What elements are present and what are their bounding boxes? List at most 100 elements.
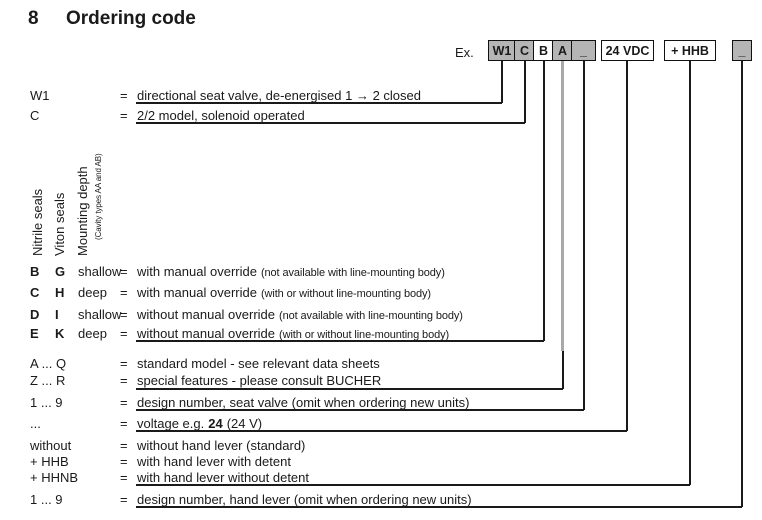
code-row-bg-shallow: B G shallow = with manual override(not a… [0,264,762,279]
code-box-b: B [533,40,554,61]
viton-code: I [55,307,59,322]
equals-sign: = [120,438,128,453]
connector-voltage-vertical [626,61,628,431]
code-description: 2/2 model, solenoid operated [137,108,305,123]
viton-code: K [55,326,65,341]
code-box-voltage: 24 VDC [601,40,654,61]
connector-c-vertical [524,61,526,123]
header-cavity-note: (Cavity types AA and AB) [94,153,103,240]
description-note: (not available with line-mounting body) [279,310,463,322]
code-row-design-number-lever: 1 ... 9 = design number, hand lever (omi… [0,492,762,507]
code-description: special features - please consult BUCHER [137,373,382,388]
equals-sign: = [120,264,128,279]
code-box-blank-2: _ [732,40,752,61]
depth-value: shallow [78,264,122,279]
equals-sign: = [120,88,128,103]
depth-value: shallow [78,307,122,322]
equals-sign: = [120,326,128,341]
code-label: W1 [30,88,50,103]
code-row-ch-deep: C H deep = with manual override(with or … [0,285,762,300]
connector-b-vertical [543,61,545,341]
description-text: without manual override [137,307,276,322]
nitrile-code: C [30,285,40,300]
underline-hand-lever [136,484,690,486]
depth-value: deep [78,326,107,341]
connector-blank1-vertical [583,61,585,410]
equals-sign: = [120,307,128,322]
example-label: Ex. [455,45,474,60]
code-description: without manual override(with or without … [137,326,449,343]
code-row-ek-deep: E K deep = without manual override(with … [0,326,762,341]
code-row-without-lever: without = without hand lever (standard) [0,438,762,453]
code-description: directional seat valve, de-energised 1 →… [137,88,421,103]
code-row-voltage: ... = voltage e.g.24(24 V) [0,416,762,431]
code-row-hhnb: + HHNB = with hand lever without detent [0,470,762,485]
code-box-blank-1: _ [571,40,596,61]
equals-sign: = [120,454,128,469]
header-mounting-depth: Mounting depth [75,166,90,256]
code-label: Z ... R [30,373,66,388]
description-text: with manual override [137,285,257,300]
code-row-hhb: + HHB = with hand lever with detent [0,454,762,469]
header-nitrile-seals: Nitrile seals [30,188,45,256]
underline-c [136,122,525,124]
description-note: (not available with line-mounting body) [260,267,445,279]
description-note: (with or without line-mounting body) [260,288,431,300]
code-description: without manual override(not available wi… [137,307,463,324]
description-text: voltage e.g. [137,416,205,431]
code-label: without [30,438,72,453]
underline-design-seat [136,409,584,411]
code-box-a: A [552,40,573,61]
code-row-w1: W1 = directional seat valve, de-energise… [0,88,762,103]
code-description: with hand lever without detent [137,470,309,485]
connector-hhb-vertical [689,61,691,485]
depth-value: deep [78,285,107,300]
code-label: ... [30,416,41,431]
code-box-c: C [514,40,535,61]
page-title: Ordering code [66,8,196,29]
code-label: 1 ... 9 [30,492,63,507]
code-box-hhb: + HHB [664,40,716,61]
code-description: with manual override(with or without lin… [137,285,431,302]
header-viton-seals: Viton seals [52,192,67,256]
description-note: (with or without line-mounting body) [279,329,450,341]
code-label: C [30,108,40,123]
code-row-di-shallow: D I shallow = without manual override(no… [0,307,762,322]
description-text: without manual override [137,326,276,341]
code-description: without hand lever (standard) [137,438,306,453]
underline-model [136,388,563,390]
underline-voltage [136,430,627,432]
voltage-value-bold: 24 [208,416,223,431]
code-description: standard model - see relevant data sheet… [137,356,380,371]
code-row-design-number-seat: 1 ... 9 = design number, seat valve (omi… [0,395,762,410]
equals-sign: = [120,470,128,485]
equals-sign: = [120,492,128,507]
underline-seals [136,340,544,342]
description-text: with manual override [137,264,257,279]
code-row-c: C = 2/2 model, solenoid operated [0,108,762,123]
code-label: + HHNB [30,470,79,485]
underline-design-lever [136,506,742,508]
viton-code: G [55,264,66,279]
equals-sign: = [120,373,128,388]
code-label: + HHB [30,454,69,469]
connector-a-vertical [562,351,564,389]
equals-sign: = [120,108,128,123]
voltage-unit: (24 V) [226,416,263,431]
code-description: with hand lever with detent [137,454,291,469]
code-description: design number, hand lever (omit when ord… [137,492,472,507]
nitrile-code: D [30,307,40,322]
equals-sign: = [120,356,128,371]
connector-blank2-vertical [741,61,743,507]
connector-a-vertical-grey [561,61,564,351]
nitrile-code: B [30,264,40,279]
code-label: A ... Q [30,356,67,371]
equals-sign: = [120,416,128,431]
section-number: 8 [28,8,39,29]
code-description: voltage e.g.24(24 V) [137,416,262,431]
code-row-standard-model: A ... Q = standard model - see relevant … [0,356,762,371]
underline-w1 [136,102,502,104]
code-description: design number, seat valve (omit when ord… [137,395,470,410]
code-label: 1 ... 9 [30,395,63,410]
